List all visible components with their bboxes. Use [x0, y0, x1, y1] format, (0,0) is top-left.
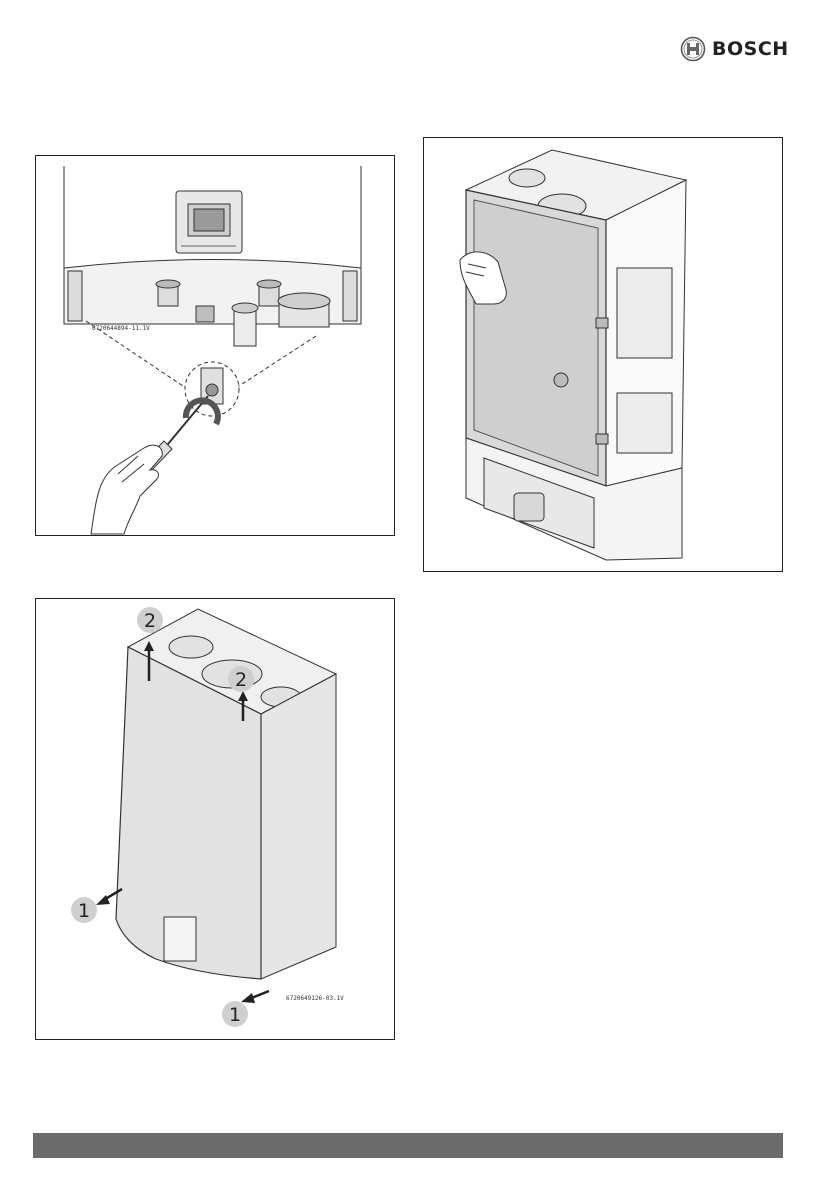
callout-1-left: 1	[78, 900, 90, 922]
footer-bar	[33, 1133, 783, 1158]
figure-code-3: 6720649126-03.1V	[286, 995, 344, 1002]
boiler-cover-illustration: 2 2 1 1 6720649126-03.1V	[36, 599, 394, 1039]
boiler-panel-illustration	[424, 138, 782, 571]
brand-name: BOSCH	[712, 38, 789, 60]
figure-open-front-panel	[423, 137, 783, 572]
figure-screw-release: 6720644894-11.1V	[35, 155, 395, 536]
callout-1-bottom: 1	[229, 1004, 241, 1026]
bosch-armature-icon	[680, 36, 706, 62]
figure-remove-cover: 2 2 1 1 6720649126-03.1V	[35, 598, 395, 1040]
callout-2-left: 2	[144, 610, 156, 632]
boiler-underside-illustration: 6720644894-11.1V	[36, 156, 394, 535]
brand-logo: BOSCH	[680, 36, 789, 62]
callout-2-right: 2	[235, 669, 247, 691]
